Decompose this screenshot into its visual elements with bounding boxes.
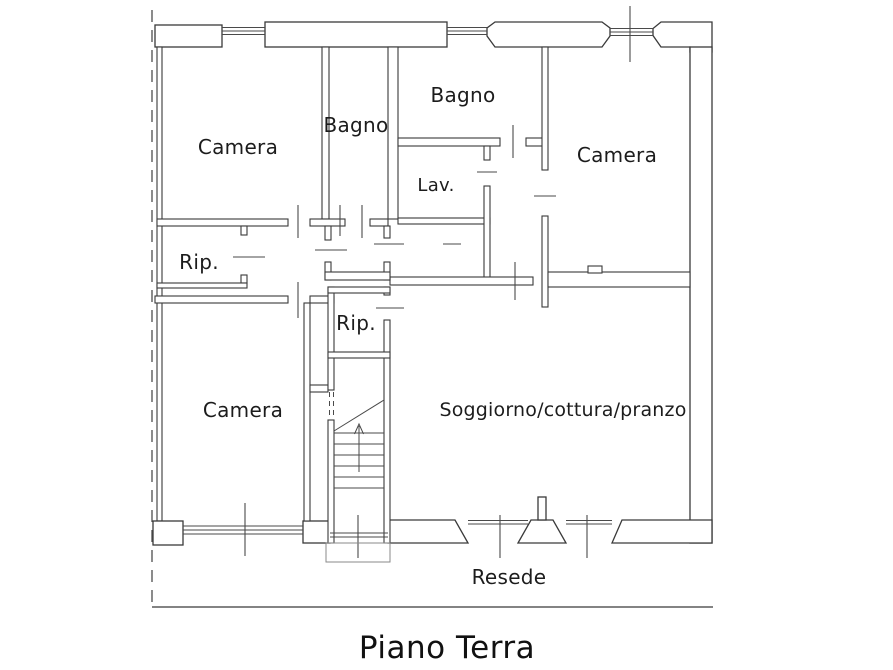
room-label-bagno-large: Bagno [430, 83, 495, 107]
plan-title: Piano Terra [359, 630, 535, 666]
door-ticks [233, 6, 631, 558]
room-label-ripostiglio-1: Rip. [179, 250, 219, 274]
staircase [325, 399, 391, 563]
stair-direction-arrow [354, 422, 364, 472]
interior-walls [154, 46, 691, 544]
room-label-bagno-small: Bagno [323, 113, 388, 137]
exterior-walls [152, 21, 713, 546]
property-boundary [151, 10, 713, 608]
room-label-camera-top-left: Camera [198, 135, 278, 159]
room-label-soggiorno: Soggiorno/cottura/pranzo [439, 399, 686, 421]
windows [183, 27, 653, 538]
room-label-lavanderia: Lav. [417, 175, 454, 196]
outdoor-area-label: Resede [472, 565, 547, 589]
room-label-camera-top-right: Camera [577, 143, 657, 167]
room-label-camera-bottom-left: Camera [203, 398, 283, 422]
room-labels: Camera Bagno Bagno Lav. Camera Rip. Rip.… [179, 83, 686, 589]
room-label-ripostiglio-2: Rip. [336, 311, 376, 335]
